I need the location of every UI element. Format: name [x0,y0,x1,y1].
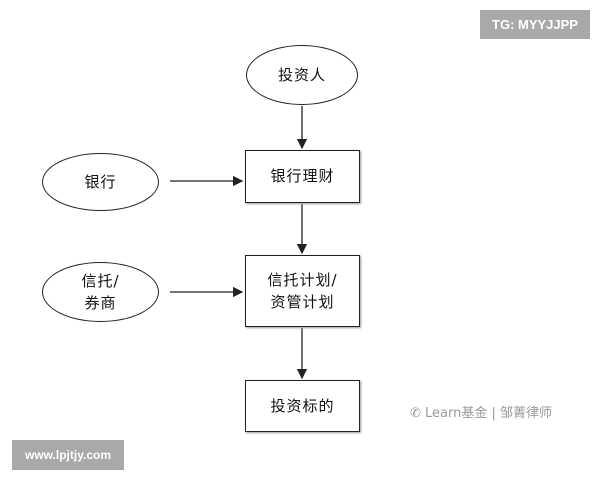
node-investment-target: 投资标的 [245,380,360,432]
node-bank: 银行 [42,153,159,211]
node-trust-plan: 信托计划/资管计划 [245,255,360,327]
node-investor: 投资人 [246,45,358,105]
node-trust-broker: 信托/券商 [42,262,159,322]
node-bank-wealth-mgmt: 银行理财 [245,150,360,203]
node-label: 投资标的 [270,396,335,415]
site-badge: www.lpjtjy.com [12,440,124,470]
node-label: 银行 [84,172,117,191]
node-label: 投资人 [277,65,326,84]
node-label: 信托/ [81,271,120,290]
node-label: 资管计划 [270,293,335,311]
node-label: 信托计划/ [267,270,338,289]
node-label: 券商 [84,294,117,312]
node-label: 银行理财 [270,167,335,186]
wechat-icon: ✆ [410,406,426,421]
watermark: ✆ Learn基金 | 邹菁律师 [410,402,552,421]
watermark-text: Learn基金 | 邹菁律师 [425,406,553,421]
tg-badge: TG: MYYJJPP [480,10,590,39]
